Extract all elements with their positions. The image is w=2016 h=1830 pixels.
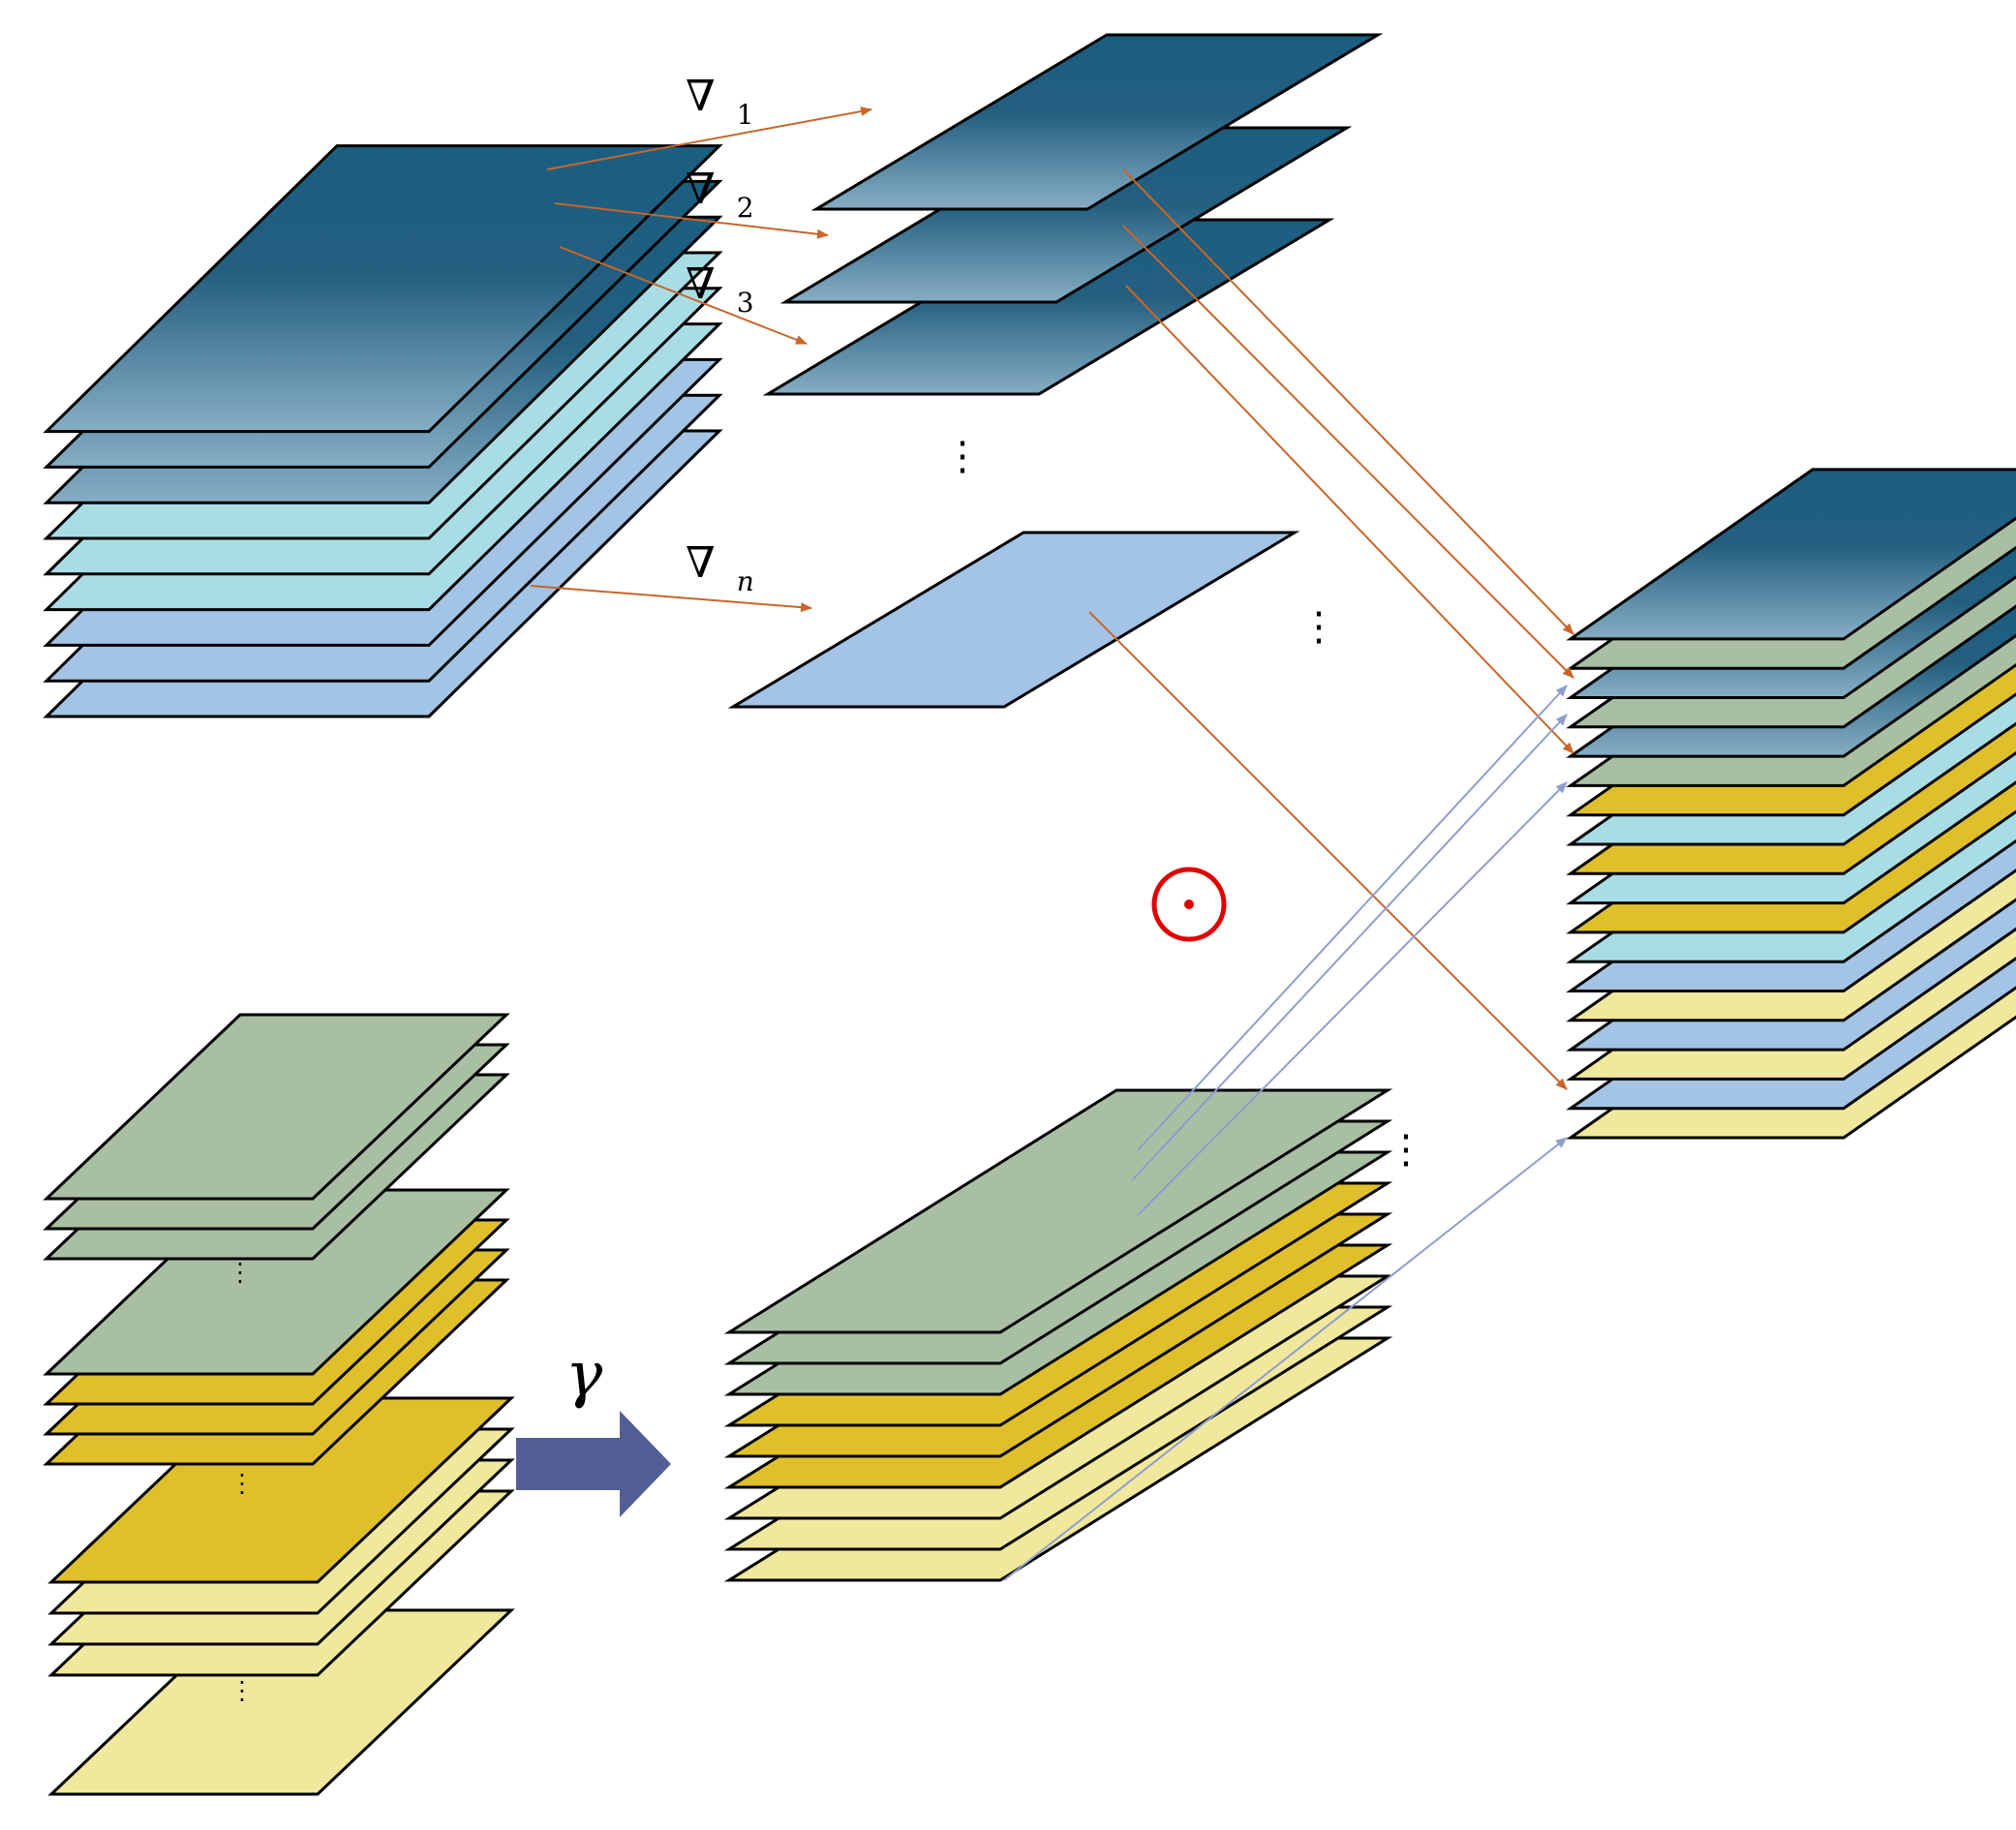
output-stack-layer-18 bbox=[1566, 468, 2016, 641]
stack-ellipsis-2: ··· bbox=[238, 1462, 246, 1507]
vertical-ellipsis-middle: ··· bbox=[1312, 593, 1326, 664]
arrow-gamma-n-to-output bbox=[1003, 1137, 1568, 1581]
arrow-grad-2-to-output bbox=[1122, 225, 1574, 679]
connector-arrows bbox=[530, 107, 1574, 1581]
arrow-grad-n bbox=[530, 585, 812, 613]
kernel-stack-green-layer-3 bbox=[43, 1013, 510, 1201]
arrow-grad-3-to-output bbox=[1125, 285, 1574, 754]
gradient-label-2: ∇2 bbox=[686, 165, 754, 224]
misc-shapes bbox=[516, 867, 1227, 1517]
arrow-grad-1-to-output bbox=[1122, 168, 1574, 635]
gradient-label-3: ∇3 bbox=[686, 259, 754, 319]
gradient-label-1: ∇1 bbox=[686, 72, 754, 131]
gradient-label-n: ∇n bbox=[686, 538, 754, 597]
arrow-grad-n-to-output bbox=[1088, 611, 1568, 1090]
right-block-arrow-icon bbox=[516, 1411, 671, 1517]
vertical-ellipsis-top: ··· bbox=[956, 422, 969, 494]
gamma-label: γ bbox=[565, 1339, 603, 1411]
gradient-plate-n bbox=[727, 531, 1300, 709]
input-stack-layer-9 bbox=[43, 144, 723, 434]
gradient-plate-1 bbox=[810, 33, 1384, 211]
vertical-ellipsis-bottom: ··· bbox=[1399, 1115, 1413, 1187]
arrow-gamma-3-to-output bbox=[1137, 781, 1568, 1216]
odot-icon bbox=[1151, 867, 1227, 942]
gamma-stack-layer-9 bbox=[723, 1088, 1393, 1334]
stack-ellipsis-1: ··· bbox=[236, 1251, 244, 1296]
arrow-grad-2 bbox=[554, 202, 829, 239]
arrow-gamma-2-to-output bbox=[1132, 714, 1568, 1180]
arrow-gamma-1-to-output bbox=[1137, 685, 1568, 1151]
stack-ellipsis-3: ··· bbox=[238, 1669, 246, 1714]
layer-stacks bbox=[43, 33, 2016, 1796]
odot-center-dot bbox=[1184, 900, 1194, 909]
arrow-grad-1 bbox=[546, 107, 872, 170]
arrow-grad-3 bbox=[559, 246, 808, 345]
